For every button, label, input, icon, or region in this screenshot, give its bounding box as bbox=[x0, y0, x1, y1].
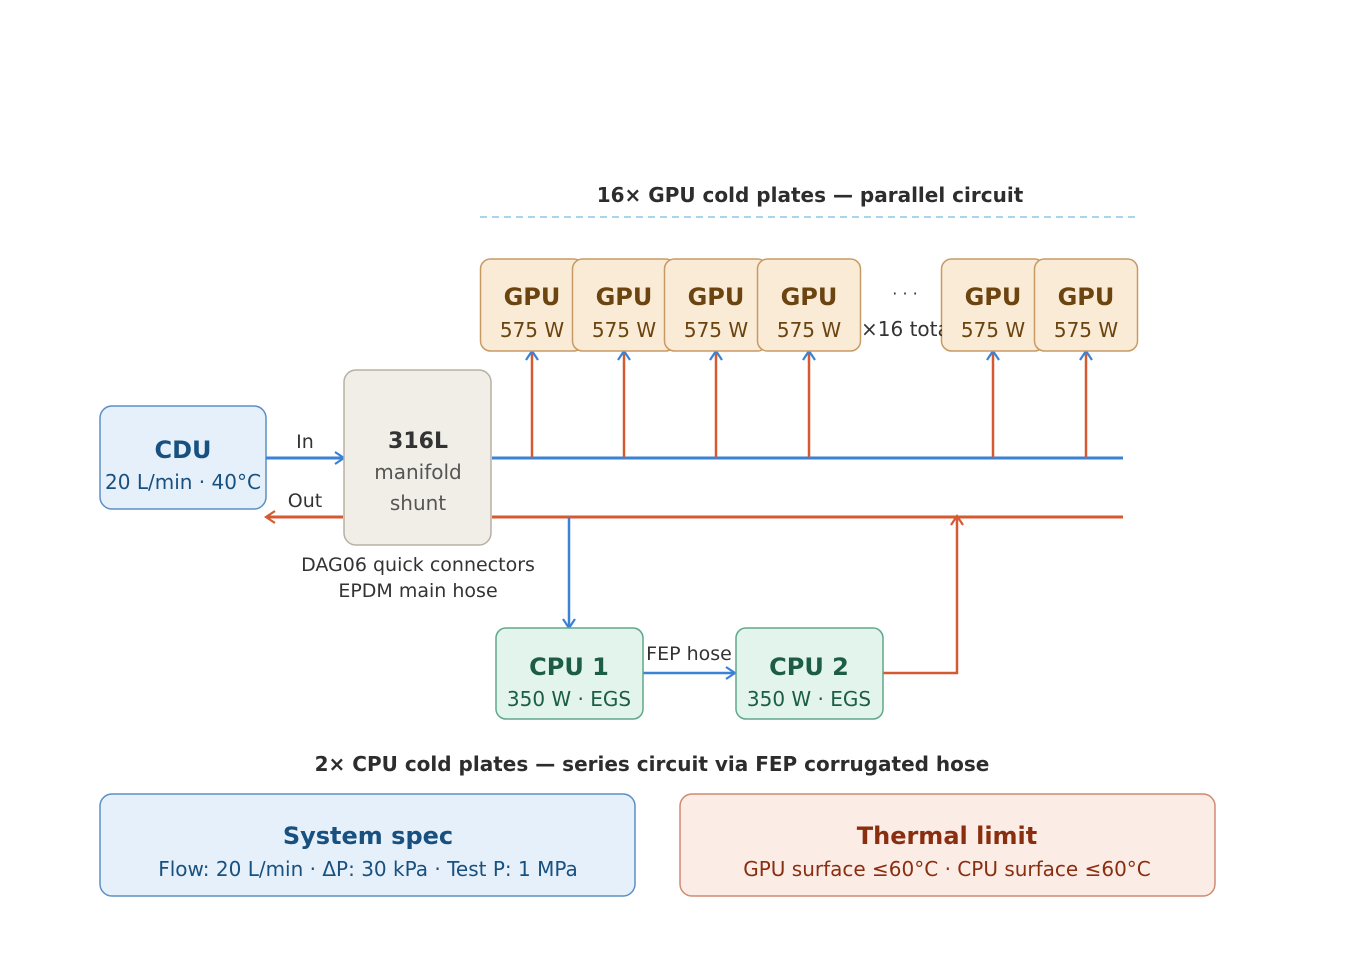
gpu-title: GPU bbox=[596, 283, 653, 311]
cpu-1-title: CPU 1 bbox=[529, 653, 609, 681]
gpu-section-title: 16× GPU cold plates — parallel circuit bbox=[597, 183, 1024, 207]
cpu-link-label: FEP hose bbox=[646, 643, 732, 665]
cdu-spec: 20 L/min · 40°C bbox=[105, 470, 261, 494]
gpu-box bbox=[756, 258, 862, 352]
gpu-cold-plate-3: GPU 575 W bbox=[663, 258, 769, 352]
gpu-power: 575 W bbox=[777, 318, 842, 342]
connector-note-line2: EPDM main hose bbox=[338, 580, 497, 602]
system-spec-detail: Flow: 20 L/min · ΔP: 30 kPa · Test P: 1 … bbox=[158, 857, 578, 881]
cpu-2-spec: 350 W · EGS bbox=[747, 687, 871, 711]
cpu-1-box bbox=[495, 627, 644, 720]
manifold-box bbox=[343, 369, 492, 546]
gpu-title: GPU bbox=[1058, 283, 1115, 311]
gpu-power: 575 W bbox=[961, 318, 1026, 342]
thermal-limit-card bbox=[679, 793, 1216, 897]
cpu-1-spec: 350 W · EGS bbox=[507, 687, 631, 711]
gpu-power: 575 W bbox=[684, 318, 749, 342]
gpu-box bbox=[1033, 258, 1139, 352]
gpu-title: GPU bbox=[781, 283, 838, 311]
gpu-count-note: ×16 total bbox=[861, 317, 955, 341]
gpu-title: GPU bbox=[504, 283, 561, 311]
gpu-title: GPU bbox=[965, 283, 1022, 311]
manifold-label-line3: shunt bbox=[390, 491, 446, 515]
thermal-limit-detail: GPU surface ≤60°C · CPU surface ≤60°C bbox=[743, 857, 1151, 881]
inlet-label: In bbox=[296, 431, 314, 453]
cpu-2-box bbox=[735, 627, 884, 720]
gpu-cold-plate-group: GPU 575 W GPU 575 W GPU 575 W GPU 575 W GPU 575 W… bbox=[479, 258, 1139, 352]
cdu-title: CDU bbox=[154, 436, 211, 464]
gpu-cold-plate-5: GPU 575 W bbox=[940, 258, 1046, 352]
gpu-power: 575 W bbox=[1054, 318, 1119, 342]
gpu-cold-plate-1: GPU 575 W bbox=[479, 258, 585, 352]
gpu-cold-plate-6: GPU 575 W bbox=[1033, 258, 1139, 352]
thermal-limit-title: Thermal limit bbox=[857, 822, 1038, 850]
gpu-ellipsis: · · · bbox=[892, 284, 917, 303]
system-spec-card bbox=[99, 793, 636, 897]
system-spec-title: System spec bbox=[283, 822, 453, 850]
gpu-cold-plate-2: GPU 575 W bbox=[571, 258, 677, 352]
manifold-label-line2: manifold bbox=[374, 460, 462, 484]
gpu-power: 575 W bbox=[592, 318, 657, 342]
cpu-return-pipe bbox=[883, 514, 964, 675]
gpu-title: GPU bbox=[688, 283, 745, 311]
gpu-power: 575 W bbox=[500, 318, 565, 342]
cpu-2-title: CPU 2 bbox=[769, 653, 849, 681]
manifold-material: 316L bbox=[388, 429, 448, 454]
gpu-riser-group bbox=[525, 349, 1093, 458]
cpu-section-title: 2× CPU cold plates — series circuit via … bbox=[315, 752, 990, 776]
outlet-label: Out bbox=[288, 490, 322, 512]
gpu-cold-plate-4: GPU 575 W bbox=[756, 258, 862, 352]
connector-note-line1: DAG06 quick connectors bbox=[301, 554, 535, 576]
